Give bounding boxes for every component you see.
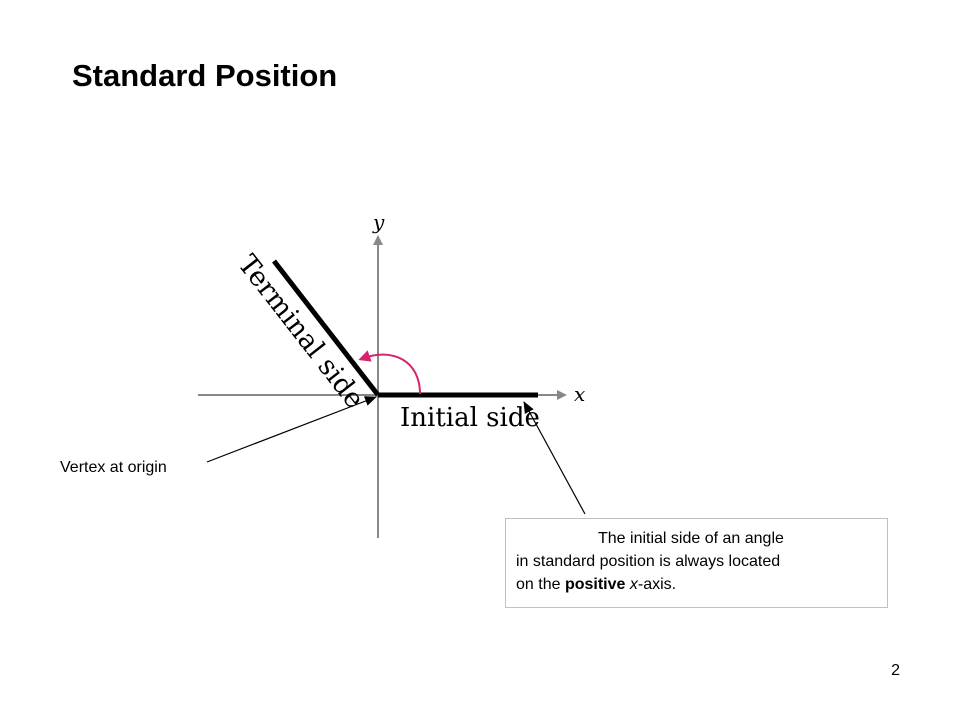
- callout-line-2: in standard position is always located: [516, 553, 781, 570]
- x-axis-label: x: [574, 382, 585, 406]
- initial-side-label: Initial side: [400, 403, 540, 433]
- vertex-label: Vertex at origin: [60, 459, 167, 476]
- callout-box: The initial side of an angle in standard…: [505, 518, 888, 608]
- slide-title: Standard Position: [72, 58, 338, 93]
- vertex-pointer: [206, 396, 377, 463]
- callout-line-3: on the positive x-axis.: [516, 573, 877, 596]
- rotation-arrow: [358, 350, 421, 395]
- page-number: 2: [891, 662, 900, 679]
- y-axis-label: y: [372, 210, 385, 234]
- callout-pointer: [523, 401, 586, 515]
- callout-line-3-post: -axis.: [637, 576, 677, 593]
- terminal-side-label: Terminal side: [231, 249, 370, 414]
- callout-line-3-pre: on the: [516, 576, 565, 593]
- terminal-side: [272, 259, 380, 397]
- callout-x-variable: x: [629, 576, 638, 593]
- callout-positive-word: positive: [564, 576, 626, 593]
- callout-line-1: The initial side of an angle: [598, 530, 784, 547]
